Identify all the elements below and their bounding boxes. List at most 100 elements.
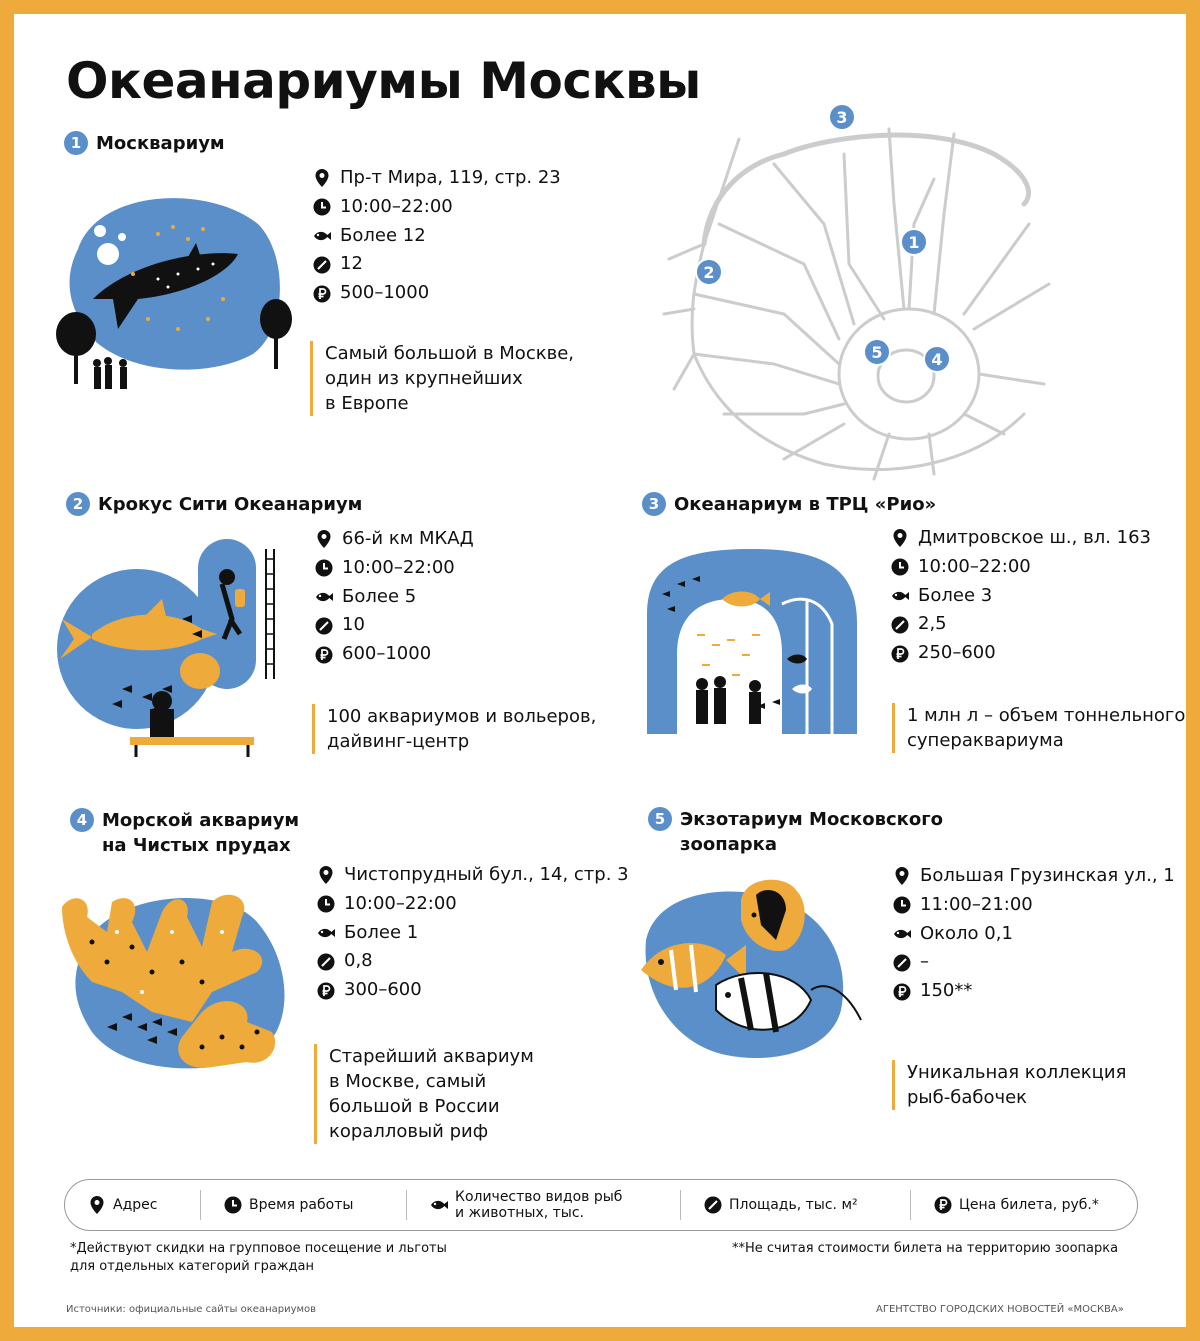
map-marker-4: 4 bbox=[923, 345, 951, 373]
ruble-icon bbox=[312, 284, 332, 304]
clock-icon bbox=[314, 558, 334, 578]
fish-icon bbox=[890, 586, 910, 606]
section-1-info: Пр-т Мира, 119, стр. 23 10:00–22:00 Боле… bbox=[312, 164, 561, 308]
note-line: дайвинг-центр bbox=[327, 731, 470, 752]
map-marker-5: 5 bbox=[863, 338, 891, 366]
footnote-zoo-ticket: **Не считая стоимости билета на территор… bbox=[732, 1241, 1119, 1256]
fish-icon bbox=[312, 226, 332, 246]
price-value: 500–1000 bbox=[340, 282, 430, 304]
moscow-map: 1 2 3 4 5 bbox=[662, 103, 1051, 481]
clock-icon bbox=[892, 895, 912, 915]
species-value: Более 12 bbox=[340, 224, 426, 246]
section-3-note: 1 млн л – объем тоннельного супераквариу… bbox=[892, 703, 1185, 753]
fish-icon bbox=[314, 587, 334, 607]
section-number: 1 bbox=[64, 131, 88, 155]
infographic: Океанариумы Москвы 1 Москвариум Пр-т Мир… bbox=[14, 14, 1186, 1327]
footnote-line: *Действуют скидки на групповое посещение… bbox=[70, 1241, 447, 1256]
area-value: 10 bbox=[342, 614, 365, 636]
section-title-line: Морской аквариум bbox=[102, 810, 300, 831]
note-line: один из крупнейших bbox=[325, 368, 523, 389]
section-3-header: 3 Океанариум в ТРЦ «Рио» bbox=[642, 492, 936, 517]
hours-value: 10:00–22:00 bbox=[344, 892, 457, 914]
note-line: большой в России bbox=[329, 1096, 500, 1117]
section-title: Крокус Сити Океанариум bbox=[98, 494, 363, 515]
section-number: 4 bbox=[70, 808, 94, 832]
note-line: в Европе bbox=[325, 393, 409, 414]
legend-label: Время работы bbox=[249, 1197, 354, 1213]
svg-text:5: 5 bbox=[871, 343, 882, 362]
section-number: 3 bbox=[642, 492, 666, 516]
swordfish-illustration bbox=[57, 539, 275, 757]
area-icon bbox=[890, 615, 910, 635]
price-value: 250–600 bbox=[918, 642, 996, 664]
section-3-info: Дмитровское ш., вл. 163 10:00–22:00 Боле… bbox=[890, 524, 1151, 668]
section-title: Морской аквариум на Чистых прудах bbox=[102, 808, 299, 858]
hours-value: 10:00–22:00 bbox=[342, 556, 455, 578]
area-icon bbox=[316, 952, 336, 972]
butterflyfish-illustration bbox=[641, 879, 862, 1058]
agency-credit: АГЕНТСТВО ГОРОДСКИХ НОВОСТЕЙ «МОСКВА» bbox=[876, 1304, 1124, 1315]
note-line: супераквариума bbox=[907, 730, 1064, 751]
area-value: – bbox=[920, 951, 929, 973]
fish-icon bbox=[892, 924, 912, 944]
section-number: 5 bbox=[648, 807, 672, 831]
area-icon bbox=[892, 953, 912, 973]
map-marker-3: 3 bbox=[828, 103, 856, 131]
section-5-info: Большая Грузинская ул., 1 11:00–21:00 Ок… bbox=[892, 862, 1175, 1006]
section-2-info: 66-й км МКАД 10:00–22:00 Более 5 10 600–… bbox=[314, 525, 474, 669]
species-value: Более 3 bbox=[918, 584, 993, 606]
page-title: Океанариумы Москвы bbox=[66, 52, 701, 110]
section-title-line: Экзотариум Московского bbox=[680, 809, 943, 830]
sources: Источники: официальные сайты океанариумо… bbox=[66, 1304, 317, 1315]
price-value: 600–1000 bbox=[342, 643, 432, 665]
section-5-header: 5 Экзотариум Московского зоопарка bbox=[648, 807, 943, 857]
svg-text:2: 2 bbox=[703, 263, 714, 282]
pin-icon bbox=[314, 529, 334, 549]
legend-hours: Время работы bbox=[201, 1190, 407, 1220]
footnote-discounts: *Действуют скидки на групповое посещение… bbox=[70, 1240, 447, 1276]
section-1-note: Самый большой в Москве, один из крупнейш… bbox=[310, 341, 574, 416]
section-5-note: Уникальная коллекция рыб-бабочек bbox=[892, 1060, 1126, 1110]
area-value: 12 bbox=[340, 253, 363, 275]
tunnel-aquarium-illustration bbox=[647, 549, 857, 734]
pin-icon bbox=[316, 865, 336, 885]
ruble-icon bbox=[316, 981, 336, 1001]
legend-label: Цена билета, руб.* bbox=[959, 1197, 1099, 1213]
legend-price: Цена билета, руб.* bbox=[911, 1190, 1137, 1220]
section-4-header: 4 Морской аквариум на Чистых прудах bbox=[70, 808, 299, 858]
legend-label: Адрес bbox=[113, 1197, 158, 1213]
area-value: 2,5 bbox=[918, 613, 947, 635]
hours-value: 10:00–22:00 bbox=[340, 195, 453, 217]
pin-icon bbox=[892, 866, 912, 886]
map-marker-2: 2 bbox=[695, 258, 723, 286]
area-icon bbox=[314, 616, 334, 636]
note-line: коралловый риф bbox=[329, 1121, 489, 1142]
svg-text:4: 4 bbox=[931, 350, 942, 369]
note-line: Старейший аквариум bbox=[329, 1046, 534, 1067]
section-title: Москвариум bbox=[96, 133, 225, 154]
section-4-note: Старейший аквариум в Москве, самый больш… bbox=[314, 1044, 534, 1144]
fish-icon bbox=[429, 1195, 449, 1215]
legend-address: Адрес bbox=[65, 1190, 201, 1220]
map-marker-1: 1 bbox=[900, 228, 928, 256]
address-value: Пр-т Мира, 119, стр. 23 bbox=[340, 167, 561, 188]
footnote-line: для отдельных категорий граждан bbox=[70, 1259, 314, 1274]
section-2-note: 100 аквариумов и вольеров, дайвинг-центр bbox=[312, 704, 596, 754]
section-title-line: на Чистых прудах bbox=[102, 835, 291, 856]
hours-value: 11:00–21:00 bbox=[920, 893, 1033, 915]
ruble-icon bbox=[892, 982, 912, 1002]
address-value: 66-й км МКАД bbox=[342, 528, 474, 549]
section-title-line: зоопарка bbox=[680, 834, 778, 855]
ruble-icon bbox=[890, 644, 910, 664]
legend-label-line: и животных, тыс. bbox=[455, 1205, 584, 1221]
clock-icon bbox=[316, 894, 336, 914]
section-1-header: 1 Москвариум bbox=[64, 131, 225, 156]
address-value: Чистопрудный бул., 14, стр. 3 bbox=[344, 864, 629, 885]
clock-icon bbox=[223, 1195, 243, 1215]
pin-icon bbox=[87, 1195, 107, 1215]
price-value: 150** bbox=[920, 980, 973, 1002]
fish-icon bbox=[316, 923, 336, 943]
note-line: рыб-бабочек bbox=[907, 1087, 1028, 1108]
